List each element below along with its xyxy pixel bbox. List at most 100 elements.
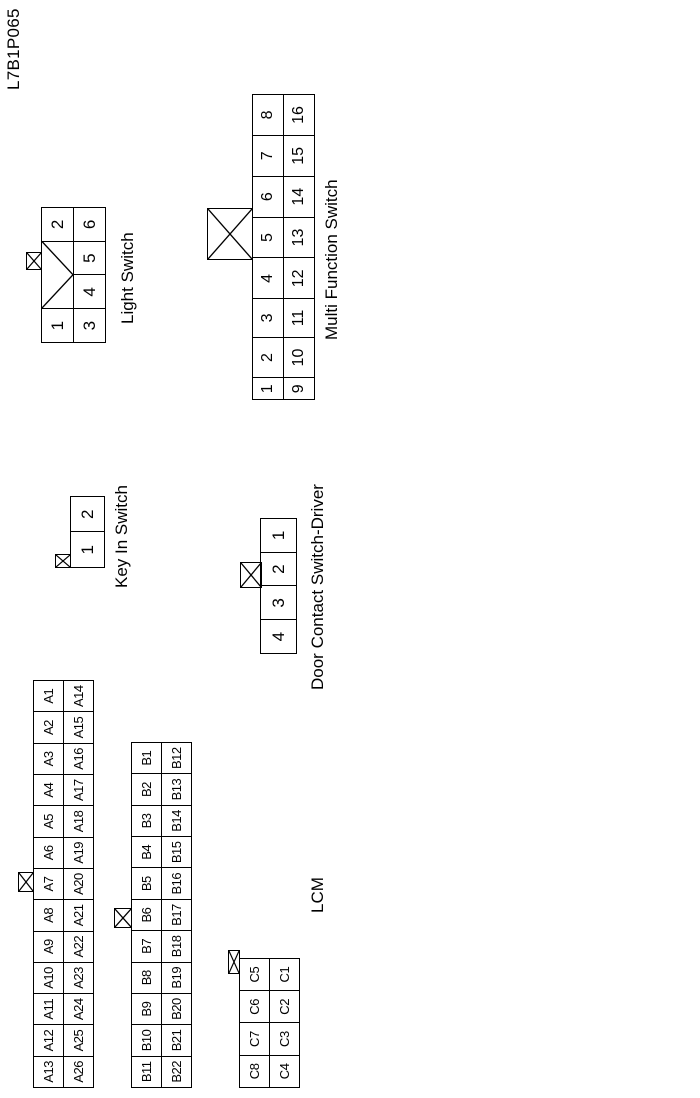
pin-a8: A8	[33, 899, 64, 932]
pin-b14: B14	[161, 805, 192, 837]
pin-b15: B15	[161, 836, 192, 868]
pin-b22: B22	[161, 1056, 192, 1088]
key-in-switch-pin-grid: 1 2	[70, 496, 105, 568]
pin-3: 3	[73, 308, 106, 343]
pin-10: 10	[283, 337, 315, 378]
pin-b13: B13	[161, 773, 192, 806]
pin-a9: A9	[33, 931, 64, 963]
pin-16: 16	[283, 94, 315, 136]
lcm-c-pin-grid: C8 C7 C6 C5 C4 C3 C2 C1	[239, 958, 300, 1088]
pin-c6: C6	[239, 990, 270, 1023]
pin-a15: A15	[63, 711, 94, 744]
pin-6: 6	[73, 207, 106, 242]
pin-6: 6	[252, 176, 284, 218]
pin-b6: B6	[131, 899, 162, 931]
light-switch-label: Light Switch	[118, 232, 137, 324]
pin-b3: B3	[131, 805, 162, 837]
pin-1: 1	[41, 308, 74, 343]
blank-cavity	[41, 241, 74, 309]
pin-b9: B9	[131, 993, 162, 1025]
pin-row: 3 4 5 6	[73, 207, 106, 343]
pin-row: A26 A25 A24 A23 A22 A21 A20 A19 A18 A17 …	[63, 680, 94, 1088]
multi-function-switch-pin-grid: 1 2 3 4 5 6 7 8 9 10 11 12 13 14 15 16	[252, 94, 315, 400]
pin-b10: B10	[131, 1024, 162, 1057]
pin-5: 5	[73, 241, 106, 275]
pin-c1: C1	[269, 958, 300, 991]
pin-b21: B21	[161, 1024, 192, 1057]
connector-latch-icon	[114, 908, 132, 928]
pin-a4: A4	[33, 774, 64, 806]
pin-2: 2	[252, 337, 284, 378]
pin-a19: A19	[63, 837, 94, 869]
pin-row: 1 2 3 4 5 6 7 8	[252, 94, 284, 400]
pin-a26: A26	[63, 1056, 94, 1088]
lcm-a-pin-grid: A13 A12 A11 A10 A9 A8 A7 A6 A5 A4 A3 A2 …	[33, 680, 94, 1088]
pin-c3: C3	[269, 1023, 300, 1056]
pin-a3: A3	[33, 743, 64, 775]
pin-b7: B7	[131, 930, 162, 963]
pin-a16: A16	[63, 743, 94, 775]
connector-latch-icon	[55, 554, 71, 568]
pin-a2: A2	[33, 711, 64, 744]
pin-row: B11 B10 B9 B8 B7 B6 B5 B4 B3 B2 B1	[131, 742, 162, 1088]
door-contact-switch-driver-label: Door Contact Switch-Driver	[308, 484, 327, 690]
pin-row: 4 3 2 1	[260, 518, 297, 654]
pin-b11: B11	[131, 1056, 162, 1088]
key-in-switch-label: Key In Switch	[112, 485, 131, 588]
pin-a14: A14	[63, 680, 94, 712]
pin-a25: A25	[63, 1024, 94, 1057]
pin-a12: A12	[33, 1024, 64, 1057]
connector-latch-icon	[240, 562, 262, 588]
pin-11: 11	[283, 298, 315, 338]
pin-2: 2	[260, 552, 297, 586]
pin-b16: B16	[161, 867, 192, 900]
pin-14: 14	[283, 176, 315, 218]
connector-latch-icon	[18, 872, 34, 892]
connector-latch-icon	[26, 252, 42, 270]
pin-row: C8 C7 C6 C5	[239, 958, 270, 1088]
pin-a20: A20	[63, 868, 94, 900]
pin-c4: C4	[269, 1055, 300, 1088]
pin-a6: A6	[33, 837, 64, 869]
light-switch-pin-grid: 1 2 3 4 5 6	[41, 207, 106, 343]
pin-13: 13	[283, 217, 315, 258]
pin-a10: A10	[33, 962, 64, 994]
pin-row: B22 B21 B20 B19 B18 B17 B16 B15 B14 B13 …	[161, 742, 192, 1088]
pin-a18: A18	[63, 805, 94, 838]
pin-b1: B1	[131, 742, 162, 774]
pin-1: 1	[260, 518, 297, 553]
pin-b20: B20	[161, 993, 192, 1025]
pin-a22: A22	[63, 931, 94, 963]
pin-2: 2	[70, 496, 105, 532]
pin-a24: A24	[63, 993, 94, 1025]
pin-row: 1 2	[41, 207, 74, 343]
pin-c5: C5	[239, 958, 270, 991]
pin-7: 7	[252, 135, 284, 177]
pin-5: 5	[252, 217, 284, 258]
connector-latch-icon	[228, 950, 240, 974]
pin-2: 2	[41, 207, 74, 242]
pin-b12: B12	[161, 742, 192, 774]
pin-a11: A11	[33, 993, 64, 1025]
door-contact-pin-grid: 4 3 2 1	[260, 518, 297, 654]
pin-3: 3	[252, 298, 284, 338]
pin-8: 8	[252, 94, 284, 136]
pin-row: A13 A12 A11 A10 A9 A8 A7 A6 A5 A4 A3 A2 …	[33, 680, 64, 1088]
pin-a21: A21	[63, 899, 94, 932]
pin-row: C4 C3 C2 C1	[269, 958, 300, 1088]
pin-a1: A1	[33, 680, 64, 712]
pin-15: 15	[283, 135, 315, 177]
pin-b4: B4	[131, 836, 162, 868]
figure-code: L7B1P065	[4, 8, 23, 90]
lcm-b-pin-grid: B11 B10 B9 B8 B7 B6 B5 B4 B3 B2 B1 B22 B…	[131, 742, 192, 1088]
pin-b18: B18	[161, 930, 192, 963]
pin-4: 4	[260, 619, 297, 654]
multi-function-switch-label: Multi Function Switch	[322, 179, 341, 340]
pin-b17: B17	[161, 899, 192, 931]
pin-4: 4	[73, 275, 106, 309]
pin-3: 3	[260, 586, 297, 620]
connector-latch-icon	[207, 208, 253, 260]
pin-a17: A17	[63, 774, 94, 806]
pin-c7: C7	[239, 1023, 270, 1056]
